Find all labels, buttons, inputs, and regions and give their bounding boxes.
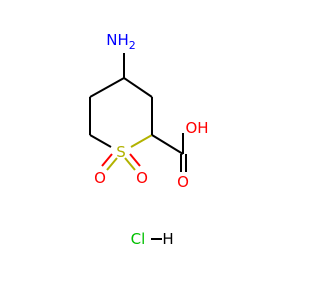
hydrogen-label: H <box>162 230 173 248</box>
bond-c5-c4 <box>123 77 153 98</box>
amine-label: NH2 <box>106 31 136 52</box>
sulfonyl-oxygen-right-label: O <box>136 169 148 187</box>
sulfonyl-oxygen-left-label: O <box>94 169 106 187</box>
bond-c6-cooh <box>151 134 184 155</box>
carbonyl-oxygen-label: O <box>177 173 189 191</box>
structure-canvas: NH2 S O O OH O Cl H <box>89 31 209 248</box>
bond-s-c6 <box>130 134 153 148</box>
bond-c2-s <box>89 134 112 148</box>
bond-s-o-left-2 <box>101 153 113 167</box>
bond-c4-c3 <box>89 77 125 98</box>
chlorine-label: Cl <box>131 230 146 248</box>
bond-s-o-left-1 <box>106 157 118 171</box>
bond-s-o-right-2 <box>129 153 141 167</box>
sulfur-label: S <box>116 143 126 161</box>
bond-s-o-right-1 <box>124 157 136 171</box>
hydroxyl-label: OH <box>185 119 208 137</box>
molecule-drawing: NH2 S O O OH O Cl H <box>89 31 209 248</box>
